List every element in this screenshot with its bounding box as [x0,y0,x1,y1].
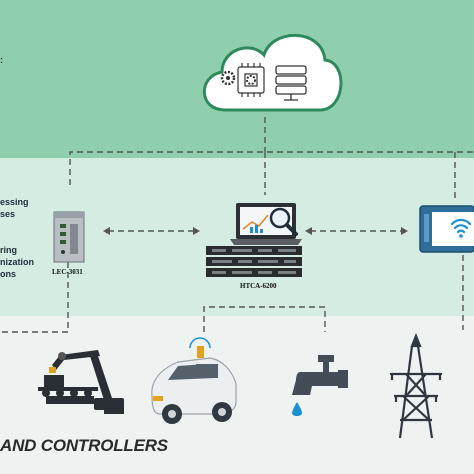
arrowheads [103,227,408,235]
robot-arm-icon [38,350,124,414]
server-stack-icon [275,65,307,101]
left-label-line-4: nization [0,257,34,267]
connector-lines [0,117,474,333]
gear-icon [220,70,256,86]
car-icon [151,337,237,424]
industrial-pc-icon [53,211,85,263]
magnifier-icon [269,207,298,236]
bottom-title: AND CONTROLLERS [0,436,168,455]
wifi-tablet-icon [419,205,474,253]
cloud-icon [202,33,343,112]
device-label-lec-3031: LEC-3031 [52,268,83,276]
left-label-line-3: ring [0,245,17,255]
top-left-fragment: : [0,55,3,65]
left-label-line-1: essing [0,197,29,207]
left-label-line-2: ses [0,209,16,219]
device-label-htca-6200: HTCA-6200 [240,282,277,290]
left-label-line-5: ons [0,269,17,279]
water-tap-icon [292,355,348,416]
power-tower-icon [390,333,442,439]
